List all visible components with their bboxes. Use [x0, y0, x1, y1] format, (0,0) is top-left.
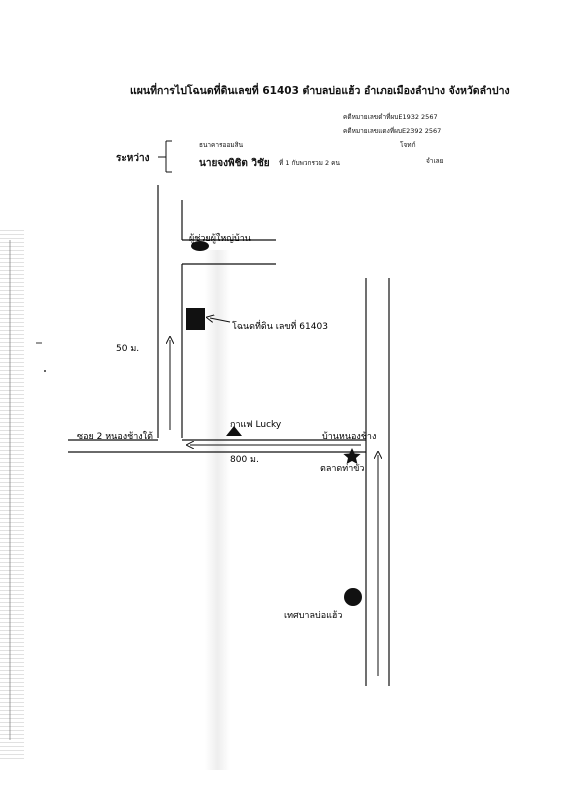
label-road-distance: 800 ม. [230, 455, 259, 465]
arrow-to-parcel [210, 318, 231, 322]
label-village-assistant: ผู้ช่วยผู้ใหญ่บ้าน [189, 233, 251, 244]
debtor-name: นายจงพิชิต วิชัย [199, 158, 270, 169]
land-parcel-icon [186, 308, 205, 330]
label-market: ตลาดท่าขัว [320, 464, 364, 474]
label-village: บ้านหนองช้าง [322, 431, 376, 442]
creditor-name: ธนาคารออมสิน [199, 141, 244, 149]
label-municipality: เทศบาลบ่อแฮ้ว [284, 610, 342, 621]
case-ref-red: คดีหมายเลขแดงที่ผบE2392 2567 [343, 127, 442, 135]
label-cafe: กาแฟ Lucky [230, 420, 282, 430]
cafe-icon [226, 426, 242, 436]
village-assistant-icon [191, 241, 209, 251]
scan-edge-line [9, 240, 11, 740]
between-label: ระหว่าง [116, 153, 150, 164]
scan-edge-artifact [0, 230, 24, 760]
role-defendant: จำเลย [426, 157, 444, 165]
market-star-icon [343, 448, 361, 464]
label-soi: ซอย 2 หนองช้างใต้ [77, 431, 153, 442]
label-land-parcel: โฉนดที่ดิน เลขที่ 61403 [232, 319, 328, 332]
map-title: แผนที่การไปโฉนดที่ดินเลขที่ 61403 ตำบลบ่… [130, 85, 510, 97]
debtor-note: ที่ 1 กับพวกรวม 2 คน [279, 159, 340, 167]
party-bracket [158, 140, 172, 173]
scan-dot [44, 370, 46, 372]
municipality-icon [344, 588, 362, 606]
scan-smudge [205, 250, 230, 770]
role-plaintiff: โจทก์ [400, 141, 416, 149]
label-lane-distance: 50 ม. [116, 344, 139, 354]
case-ref-black: คดีหมายเลขดำที่ผบE1932 2567 [343, 113, 438, 121]
